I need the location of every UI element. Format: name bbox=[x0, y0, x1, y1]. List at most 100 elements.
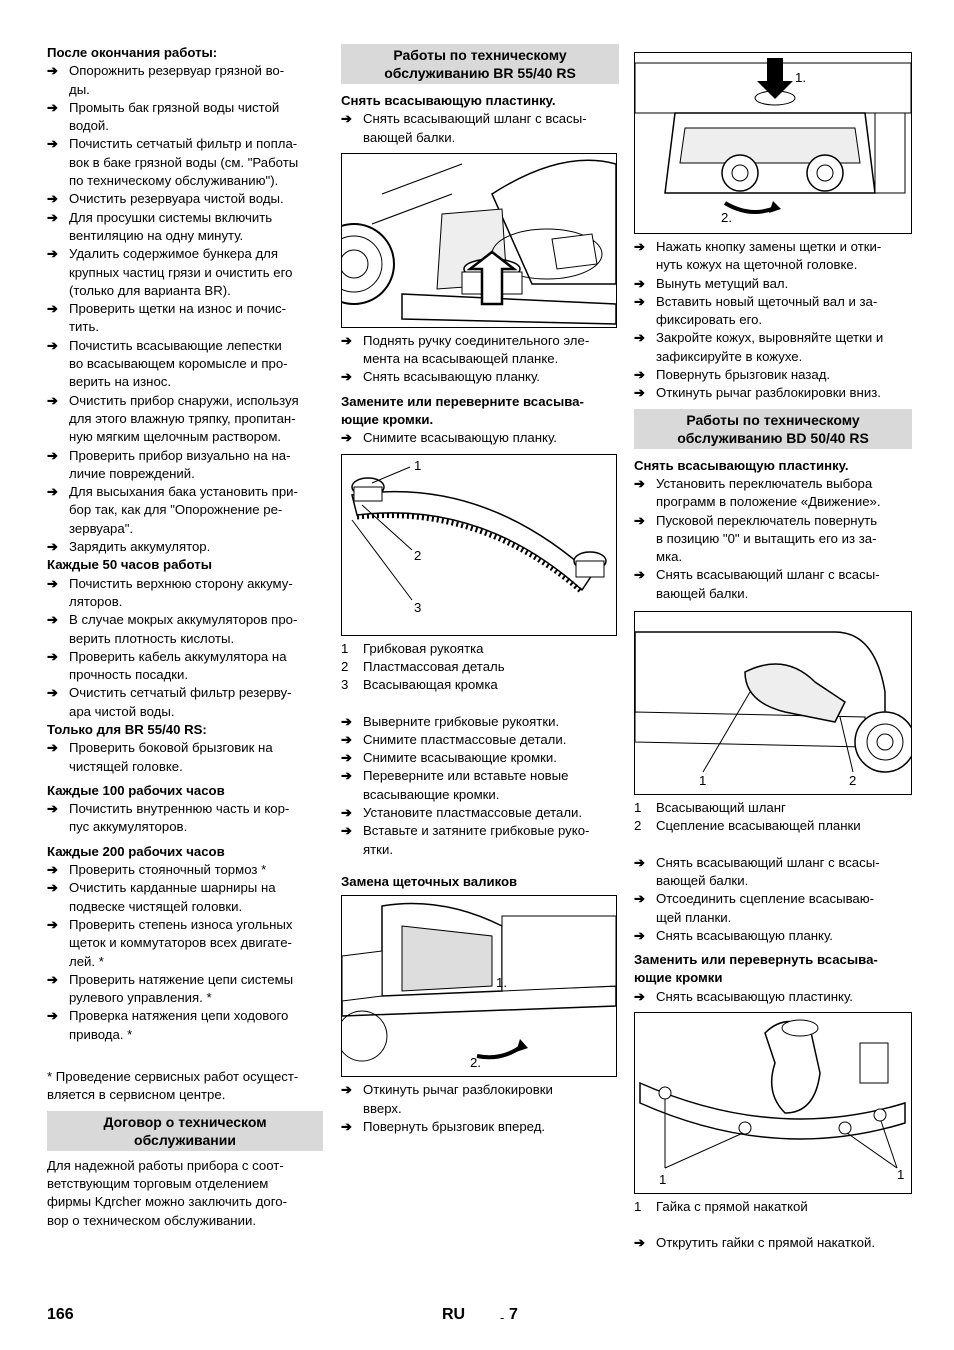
list-item-text: Выверните грибковые рукоятки. bbox=[363, 713, 560, 729]
legend-text: Пластмассовая деталь bbox=[363, 658, 505, 674]
column-1: После окончания работы: ➔Опорожнить резе… bbox=[47, 44, 323, 1230]
list-item-text: Снять всасывающий шланг с всасы- вающей … bbox=[363, 111, 587, 145]
heading-br-only: Только для BR 55/40 RS: bbox=[47, 721, 207, 737]
figure-suction-hose-br bbox=[341, 152, 617, 328]
list-item: ➔Повернуть брызговик назад. bbox=[634, 366, 912, 384]
arrow-icon: ➔ bbox=[634, 854, 646, 870]
list-item: ➔ Почистить всасывающие лепестки во всасы… bbox=[47, 337, 323, 392]
arrow-icon: ➔ bbox=[47, 484, 59, 500]
arrow-icon: ➔ bbox=[47, 862, 59, 878]
bullet-list: ➔Почистить внутреннюю часть и кор- пус а… bbox=[47, 800, 323, 837]
arrow-icon: ➔ bbox=[47, 447, 59, 463]
list-item-text: Снять всасывающий шланг с всасы- вающей … bbox=[656, 854, 880, 888]
list-item-text: Снимите пластмассовые детали. bbox=[363, 731, 567, 747]
legend-text: Всасывающая кромка bbox=[363, 677, 498, 693]
list-item-text: Снять всасывающую планку. bbox=[656, 927, 833, 943]
heading-every-50-hours: Каждые 50 часов работы bbox=[47, 557, 212, 573]
list-item: ➔Удалить содержимое бункера для крупных … bbox=[47, 245, 323, 300]
list-item: ➔Повернуть брызговик вперед. bbox=[341, 1118, 619, 1136]
list-item: ➔Для высыхания бака установить при- бор … bbox=[47, 483, 323, 538]
heading-every-100-hours: Каждые 100 рабочих часов bbox=[47, 782, 225, 798]
figure-label-3: 3 bbox=[414, 599, 422, 615]
arrow-icon: ➔ bbox=[47, 916, 59, 932]
list-item-text: Проверка натяжения цепи ходового привода… bbox=[69, 1008, 289, 1042]
list-item-text: Почистить всасывающие лепестки во всасыв… bbox=[69, 337, 288, 390]
figure-label-2: 2 bbox=[414, 547, 422, 563]
list-item: ➔Проверить прибор визуально на на- личие… bbox=[47, 447, 323, 484]
list-item: ➔Снимите всасывающую планку. bbox=[341, 429, 619, 447]
list-item: ➔Очистить карданные шарниры на подвеске … bbox=[47, 879, 323, 916]
arrow-icon: ➔ bbox=[47, 1008, 59, 1024]
list-item-text: Открутить гайки с прямой накаткой. bbox=[656, 1235, 876, 1251]
list-item: ➔Переверните или вставьте новые всасываю… bbox=[341, 767, 619, 804]
list-item: ➔Промыть бак грязной воды чистой водой. bbox=[47, 99, 323, 136]
arrow-icon: ➔ bbox=[341, 750, 353, 766]
figure-label-2: 2 bbox=[849, 773, 857, 789]
legend-text: Гайка с прямой накаткой bbox=[656, 1199, 808, 1215]
list-item: ➔ Снимите всасывающие кромки. bbox=[341, 749, 619, 767]
list-item-text: Очистить сетчатый фильтр резерву- ара чи… bbox=[69, 685, 292, 719]
figure-suction-hose-bd: 1 2 bbox=[634, 611, 912, 796]
legend-number: 1 bbox=[634, 800, 642, 816]
section-separator: - bbox=[500, 1310, 505, 1325]
heading-every-200-hours: Каждые 200 рабочих часов bbox=[47, 843, 225, 859]
bullet-list: ➔ Почистить верхнюю сторону аккуму- лятор… bbox=[47, 575, 323, 721]
arrow-icon: ➔ bbox=[341, 1082, 353, 1098]
list-item-text: Проверить стояночный тормоз * bbox=[69, 862, 267, 878]
heading-after-work: После окончания работы: bbox=[47, 45, 218, 60]
list-item: ➔Очистить сетчатый фильтр резерву- ара ч… bbox=[47, 684, 323, 721]
list-item: ➔Для просушки системы включить вентиляци… bbox=[47, 209, 323, 246]
arrow-icon: ➔ bbox=[47, 337, 59, 353]
list-item-text: Проверить натяжение цепи системы рулевог… bbox=[69, 971, 294, 1006]
bullet-list: ➔Снять всасывающую пластинку. bbox=[634, 988, 912, 1006]
contract-text: Для надежной работы прибора с соот- ветс… bbox=[47, 1157, 287, 1228]
list-item-text: В случае мокрых аккумуляторов про- верит… bbox=[69, 612, 298, 646]
heading-brush-replace: Замена щеточных валиков bbox=[341, 873, 518, 889]
arrow-icon: ➔ bbox=[341, 713, 353, 729]
figure-label-1b: 1 bbox=[897, 1167, 905, 1183]
list-item: ➔Снять всасывающую планку. bbox=[634, 927, 912, 945]
arrow-icon: ➔ bbox=[634, 512, 646, 528]
list-item: ➔Проверить степень износа угольных щеток… bbox=[47, 916, 323, 971]
arrow-icon: ➔ bbox=[634, 988, 646, 1004]
list-item-text: Установите пластмассовые детали. bbox=[363, 805, 583, 821]
bullet-list: ➔Открутить гайки с прямой накаткой. bbox=[634, 1234, 912, 1252]
arrow-icon: ➔ bbox=[341, 369, 353, 385]
list-item: ➔Проверить кабель аккумулятора на прочно… bbox=[47, 648, 323, 685]
section-page-number: 7 bbox=[509, 1306, 518, 1323]
list-item: ➔Почистить внутреннюю часть и кор- пус а… bbox=[47, 800, 323, 837]
heading-remove-plate-bd: Снять всасывающую пластинку. bbox=[634, 457, 849, 473]
figure-label-1: 1 bbox=[414, 457, 422, 473]
arrow-icon: ➔ bbox=[341, 430, 353, 446]
arrow-icon: ➔ bbox=[634, 567, 646, 583]
arrow-icon: ➔ bbox=[47, 971, 59, 987]
figure-label-1: 1 bbox=[699, 773, 707, 789]
arrow-icon: ➔ bbox=[634, 293, 646, 309]
figure-brush-cover: 1. 2. bbox=[634, 52, 912, 234]
arrow-icon: ➔ bbox=[341, 823, 353, 839]
page-number: 166 bbox=[47, 1306, 74, 1323]
list-item-text: Промыть бак грязной воды чистой водой. bbox=[69, 99, 280, 134]
arrow-icon: ➔ bbox=[47, 648, 59, 664]
column-3: 1. 2. ➔Нажать кнопку замены щетки и отки… bbox=[634, 52, 912, 1253]
legend-number: 1 bbox=[341, 640, 349, 656]
list-item: ➔ Проверить натяжение цепи системы рулево… bbox=[47, 971, 323, 1008]
section-box-contract: Договор о техническом обслуживании bbox=[47, 1110, 323, 1151]
list-item: ➔Закройте кожух, выровняйте щетки и зафи… bbox=[634, 329, 912, 366]
list-item: ➔Откинуть рычаг разблокировки вверх. bbox=[341, 1081, 619, 1118]
legend-number: 2 bbox=[634, 818, 642, 834]
list-item-text: Проверить щетки на износ и почис- тить. bbox=[69, 301, 287, 335]
bullet-list: ➔Опорожнить резервуар грязной во- ды.➔Пр… bbox=[47, 62, 323, 556]
list-item: ➔Снимите пластмассовые детали. bbox=[341, 731, 619, 749]
arrow-icon: ➔ bbox=[341, 111, 353, 127]
figure-label-step-2: 2. bbox=[470, 1055, 481, 1071]
list-item-text: Почистить внутреннюю часть и кор- пус ак… bbox=[69, 801, 290, 835]
list-item-text: Почистить верхнюю сторону аккуму- ляторо… bbox=[69, 575, 293, 609]
list-item-text: Проверить боковой брызговик на чистящей … bbox=[69, 740, 273, 774]
list-item-text: Повернуть брызговик назад. bbox=[656, 367, 831, 383]
bullet-list: ➔Выверните грибковые рукоятки.➔Снимите п… bbox=[341, 713, 619, 859]
list-item-text: Снимите всасывающие кромки. bbox=[363, 750, 557, 766]
list-item: ➔Снять всасывающую планку. bbox=[341, 368, 619, 386]
figure-label-step-1: 1. bbox=[496, 975, 507, 991]
list-item-text: Повернуть брызговик вперед. bbox=[363, 1118, 546, 1134]
